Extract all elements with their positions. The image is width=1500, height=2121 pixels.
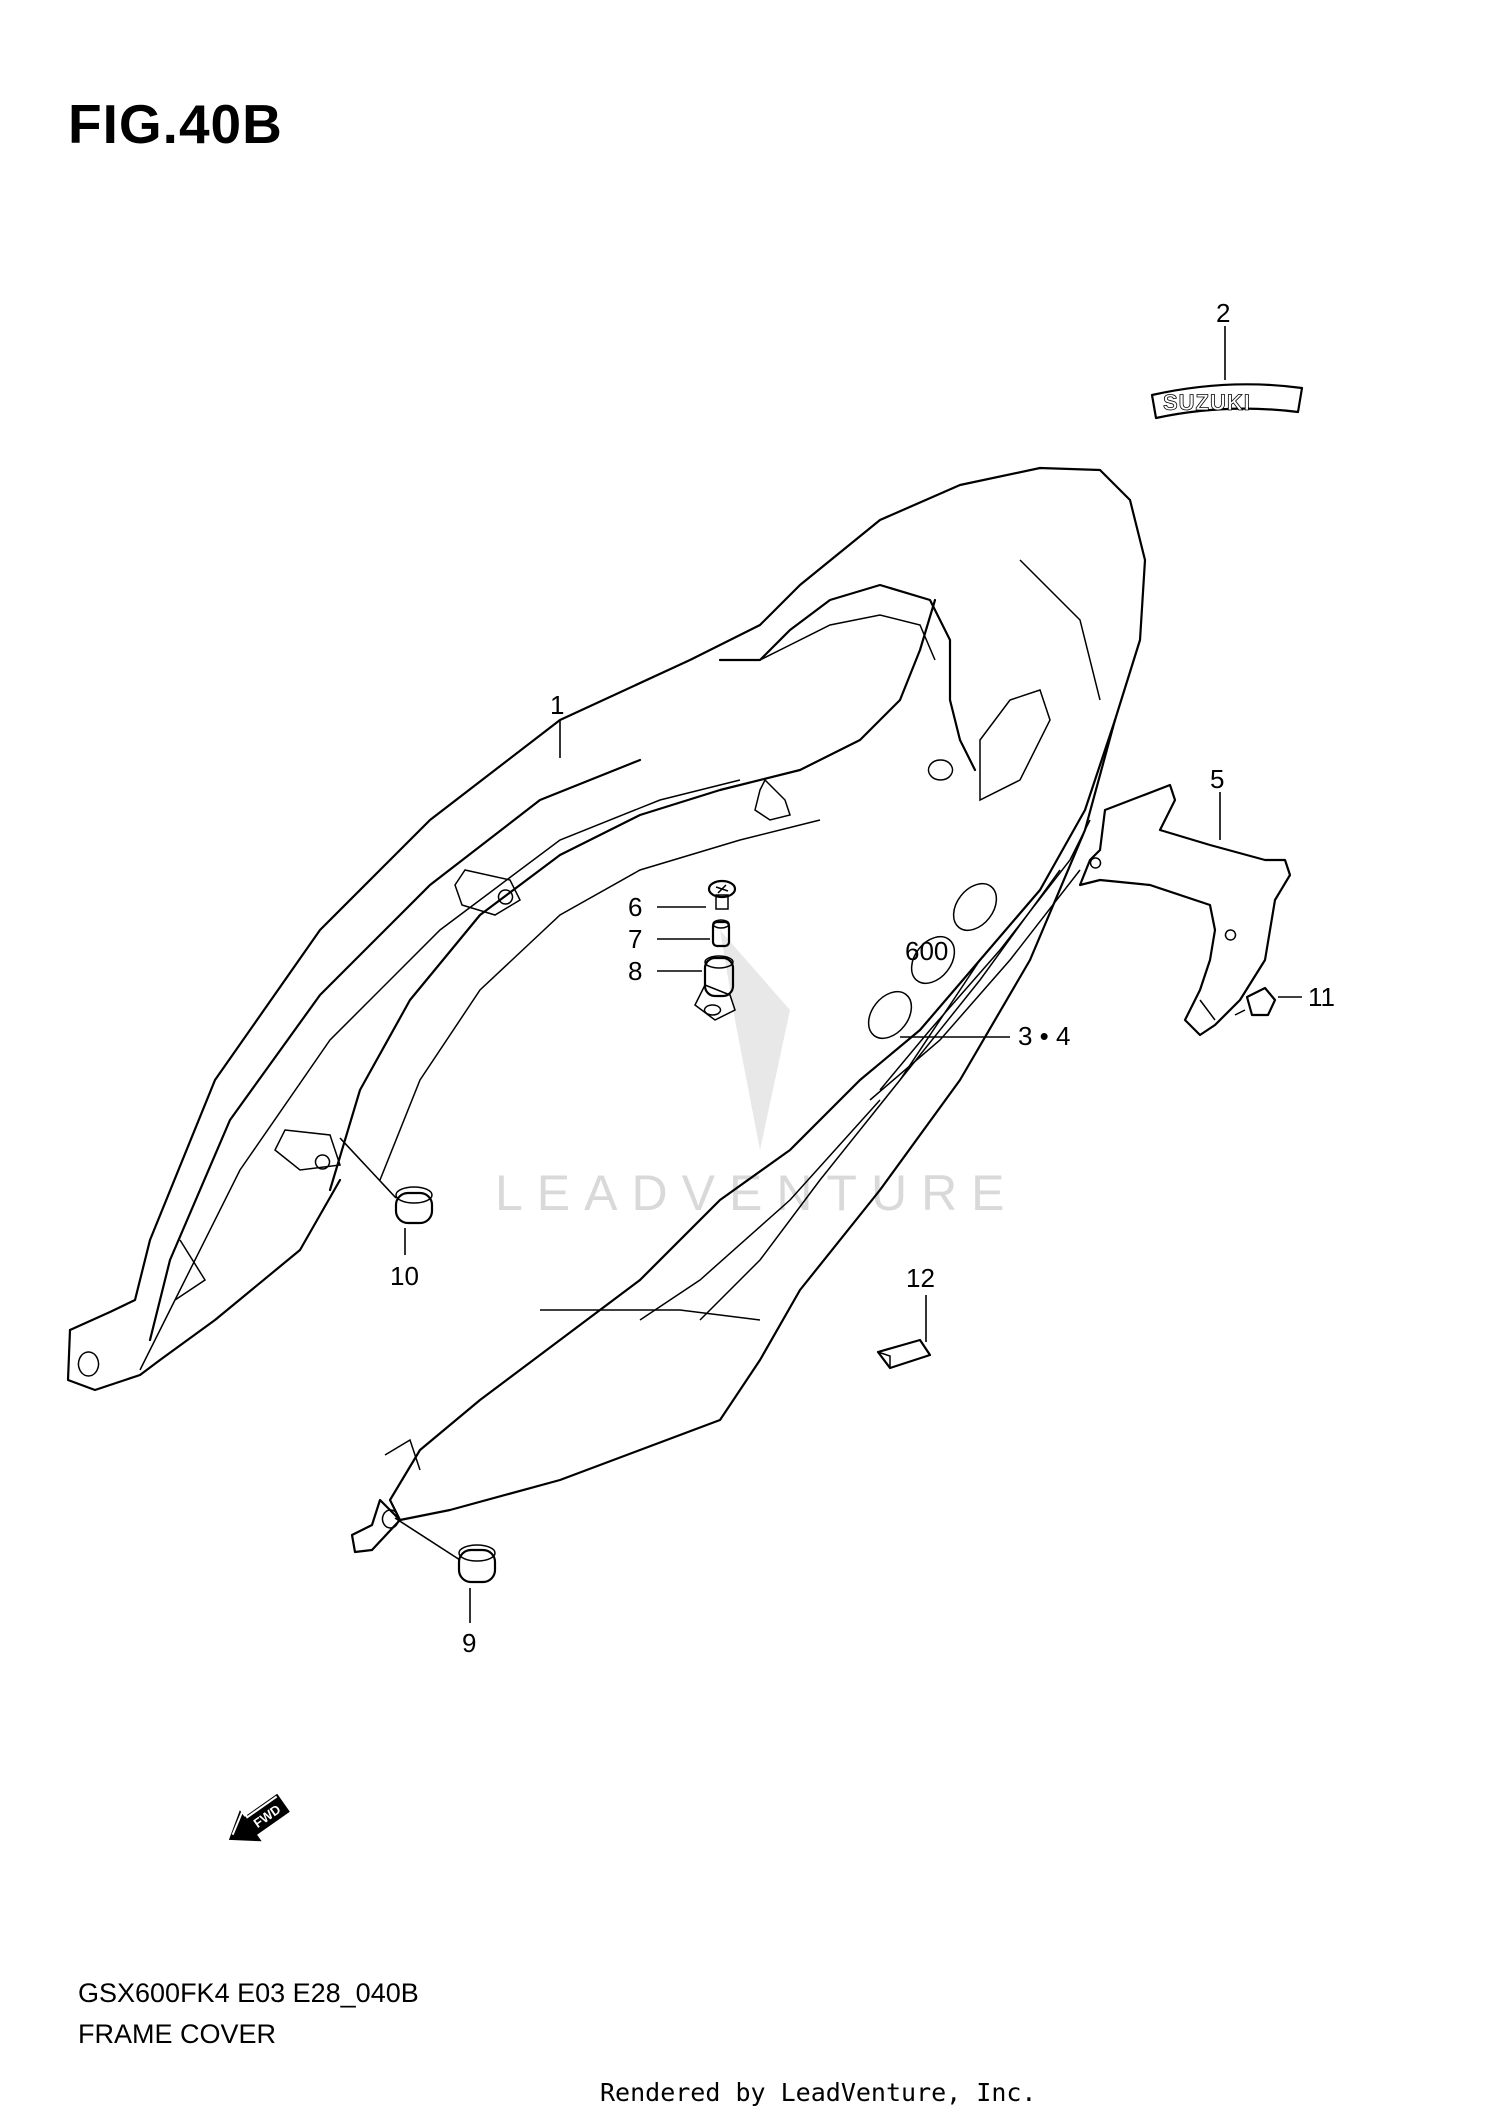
leader-lines	[339, 326, 1302, 1623]
watermark-text: LEADVENTURE	[495, 1165, 1019, 1221]
callout-6: 6	[628, 892, 642, 922]
pad-part-12	[876, 1338, 932, 1370]
callout-11: 11	[1308, 982, 1335, 1012]
grommet-part-9	[457, 1544, 497, 1584]
side-logo-text: 600	[905, 936, 948, 966]
callout-7: 7	[628, 924, 642, 954]
frame-cover-part-1	[66, 466, 1147, 1554]
bracket-part-5	[1078, 783, 1292, 1037]
emblem-text: SUZUKI	[1163, 390, 1251, 415]
callout-9: 9	[462, 1628, 476, 1658]
callout-8: 8	[628, 956, 642, 986]
cushion-part-8	[703, 955, 735, 998]
callout-3-4: 3 • 4	[1018, 1021, 1070, 1051]
fwd-arrow-icon: FWD	[228, 1793, 290, 1842]
diagram-code: GSX600FK4 E03 E28_040B	[78, 1978, 419, 2008]
render-credit: Rendered by LeadVenture, Inc.	[600, 2078, 1037, 2107]
figure-title: FIG.40B	[68, 93, 283, 155]
grommet-part-10	[394, 1186, 434, 1225]
callout-12: 12	[906, 1263, 935, 1293]
side-emblem-part-3-4: 600	[639, 819, 1091, 1321]
callout-1: 1	[550, 690, 564, 720]
collar-part-7	[711, 919, 731, 948]
callout-5: 5	[1210, 764, 1224, 794]
clip-part-11	[1234, 986, 1277, 1017]
screw-part-6	[707, 879, 737, 910]
watermark-logo	[720, 930, 790, 1150]
suzuki-emblem-part-2: SUZUKI	[1150, 383, 1304, 420]
callout-2: 2	[1216, 298, 1230, 328]
callout-10: 10	[390, 1261, 419, 1291]
diagram-caption: FRAME COVER	[78, 2019, 277, 2049]
